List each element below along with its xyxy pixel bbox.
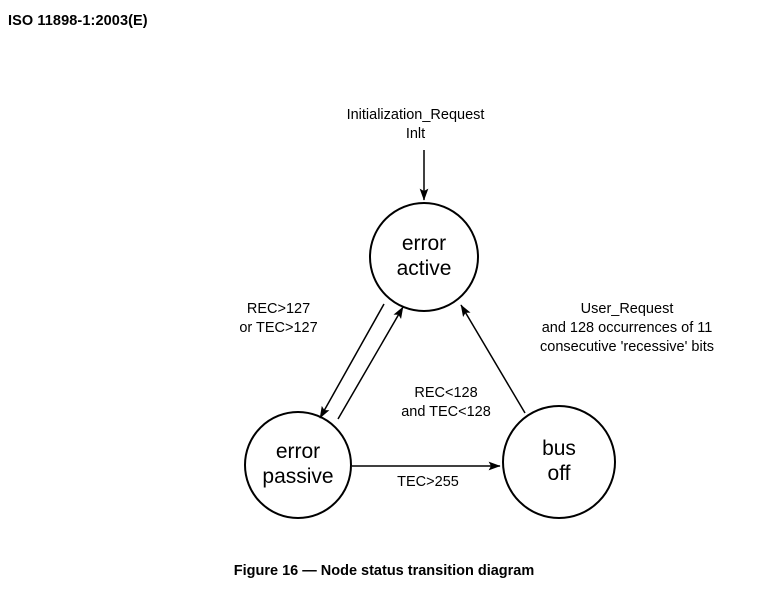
edge-label-line2: Inlt bbox=[405, 126, 426, 143]
edge-label-passive-to-bus-off: TEC>255 bbox=[368, 473, 488, 492]
figure-caption: Figure 16 — Node status transition diagr… bbox=[233, 563, 535, 579]
state-label-line2: active bbox=[396, 257, 452, 280]
state-label-line1: bus bbox=[542, 437, 576, 461]
edge-label-line3: consecutive 'recessive' bits bbox=[540, 339, 714, 356]
edge-label-active-to-passive: REC>127 or TEC>127 bbox=[196, 300, 361, 338]
state-node-bus-off[interactable]: bus off bbox=[502, 405, 616, 519]
state-node-error-passive[interactable]: error passive bbox=[244, 411, 352, 519]
edge-label-line1: REC<128 bbox=[414, 385, 478, 401]
edge-label-bus-off-to-active: User_Request and 128 occurrences of 11 c… bbox=[496, 300, 758, 357]
state-label-line2: off bbox=[547, 462, 571, 485]
state-label-line1: error bbox=[275, 440, 321, 464]
state-label-line1: error bbox=[401, 232, 447, 256]
edge-label-line1: User_Request bbox=[580, 301, 674, 317]
edge-label-init: Initialization_Request Inlt bbox=[303, 106, 528, 144]
edge-label-passive-to-active: REC<128 and TEC<128 bbox=[365, 384, 527, 422]
edge-label-line1: TEC>255 bbox=[397, 474, 459, 490]
edge-label-line1: Initialization_Request bbox=[346, 107, 485, 123]
edge-label-line2: and TEC<128 bbox=[401, 404, 491, 421]
edge-label-line2: and 128 occurrences of 11 bbox=[541, 320, 713, 337]
state-label-line2: passive bbox=[262, 465, 334, 488]
edge-label-line2: or TEC>127 bbox=[239, 320, 318, 337]
state-node-error-active[interactable]: error active bbox=[369, 202, 479, 312]
standard-header: ISO 11898-1:2003(E) bbox=[8, 13, 148, 29]
edge-label-line1: REC>127 bbox=[246, 301, 311, 317]
